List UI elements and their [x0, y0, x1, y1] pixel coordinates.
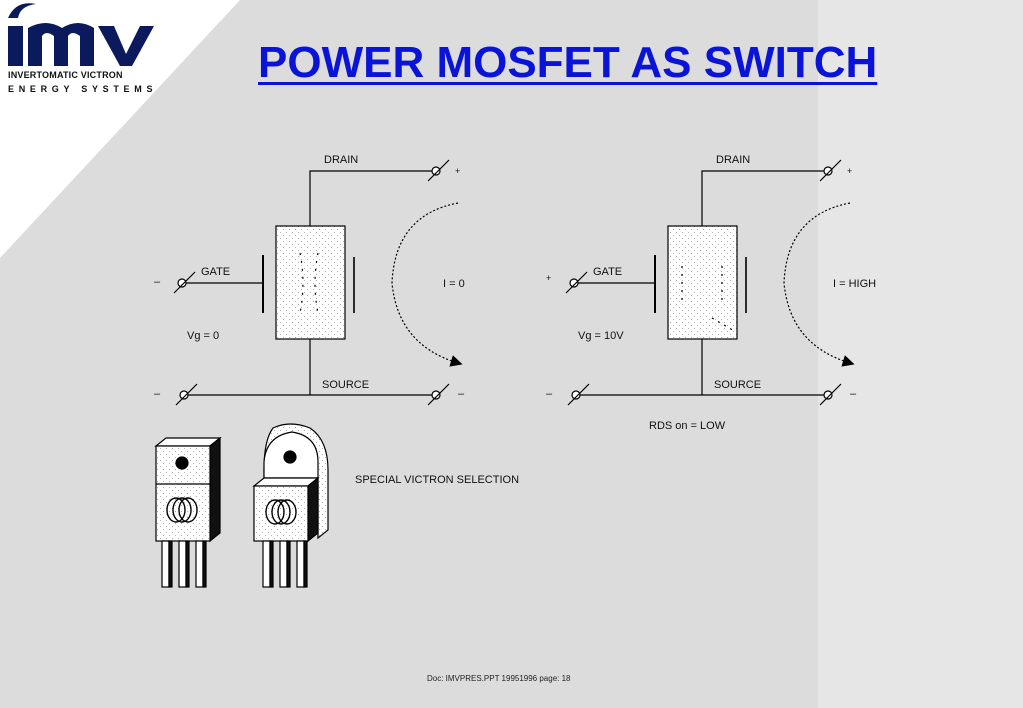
right-vg-label: Vg = 10V: [578, 330, 624, 342]
right-gate-label: GATE: [593, 266, 622, 278]
right-source-label: SOURCE: [714, 379, 761, 391]
left-source-left-sign: –: [154, 388, 161, 400]
left-gate-label: GATE: [201, 266, 230, 278]
right-current-label: I = HIGH: [833, 278, 876, 290]
packages-caption: SPECIAL VICTRON SELECTION: [355, 474, 519, 486]
logo-company-name: INVERTOMATIC VICTRON: [8, 70, 123, 80]
left-vg-label: Vg = 0: [187, 330, 219, 342]
left-circuit: [173, 159, 463, 406]
background-right-panel: [818, 0, 1023, 708]
package-hole-icon: [175, 456, 189, 470]
package-hole-icon-2: [283, 450, 297, 464]
victron-logo-icon-2: [265, 499, 297, 525]
footer-doc-info: Doc: IMVPRES.PPT 19951996 page: 18: [427, 674, 571, 683]
rds-on-label: RDS on = LOW: [649, 420, 726, 432]
left-circuit-labels: DRAIN + GATE – I = 0 Vg = 0 SOURCE – –: [154, 154, 465, 400]
right-gate-sign: +: [546, 273, 551, 283]
package-to220: [154, 436, 222, 588]
right-drain-sign: +: [847, 166, 852, 176]
page-title: POWER MOSFET AS SWITCH: [258, 38, 878, 87]
right-source-left-sign: –: [546, 388, 553, 400]
left-source-label: SOURCE: [322, 379, 369, 391]
right-drain-label: DRAIN: [716, 154, 750, 166]
left-gate-sign: –: [154, 276, 161, 288]
imv-logo: [8, 3, 154, 66]
right-circuit: [565, 159, 855, 406]
package-to247: [252, 423, 329, 588]
left-drain-sign: +: [455, 166, 460, 176]
left-current-label: I = 0: [443, 278, 465, 290]
right-circuit-labels: DRAIN + GATE + I = HIGH Vg = 10V SOURCE …: [546, 154, 876, 432]
logo-company-tagline: ENERGY SYSTEMS: [8, 84, 158, 94]
left-drain-label: DRAIN: [324, 154, 358, 166]
left-source-right-sign: –: [458, 388, 465, 400]
right-source-right-sign: –: [850, 388, 857, 400]
victron-logo-icon: [166, 497, 198, 523]
